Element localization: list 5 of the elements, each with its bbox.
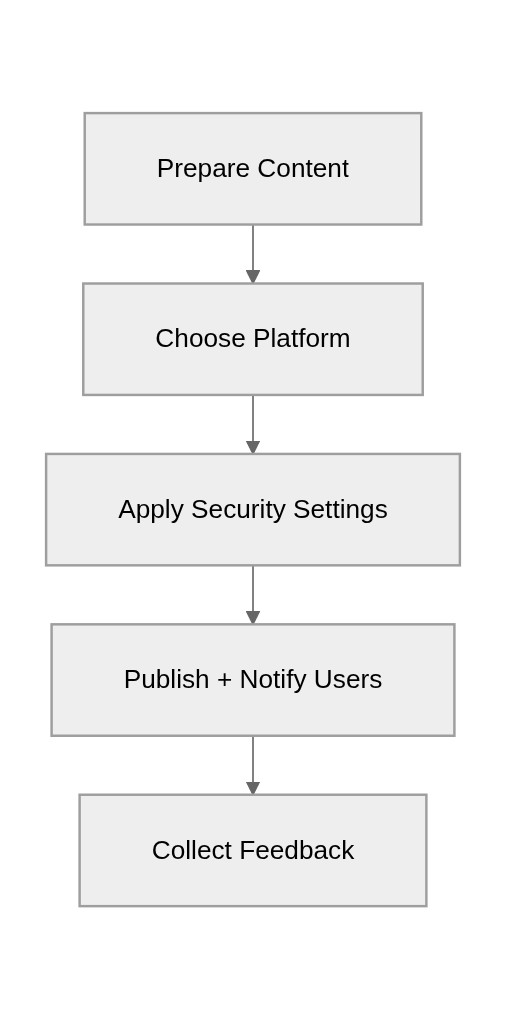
node-box: Publish + Notify Users [50,623,456,738]
node-box: Choose Platform [82,282,424,397]
node-box: Apply Security Settings [44,453,462,567]
node-box: Collect Feedback [78,793,428,908]
node-box: Prepare Content [83,112,423,227]
